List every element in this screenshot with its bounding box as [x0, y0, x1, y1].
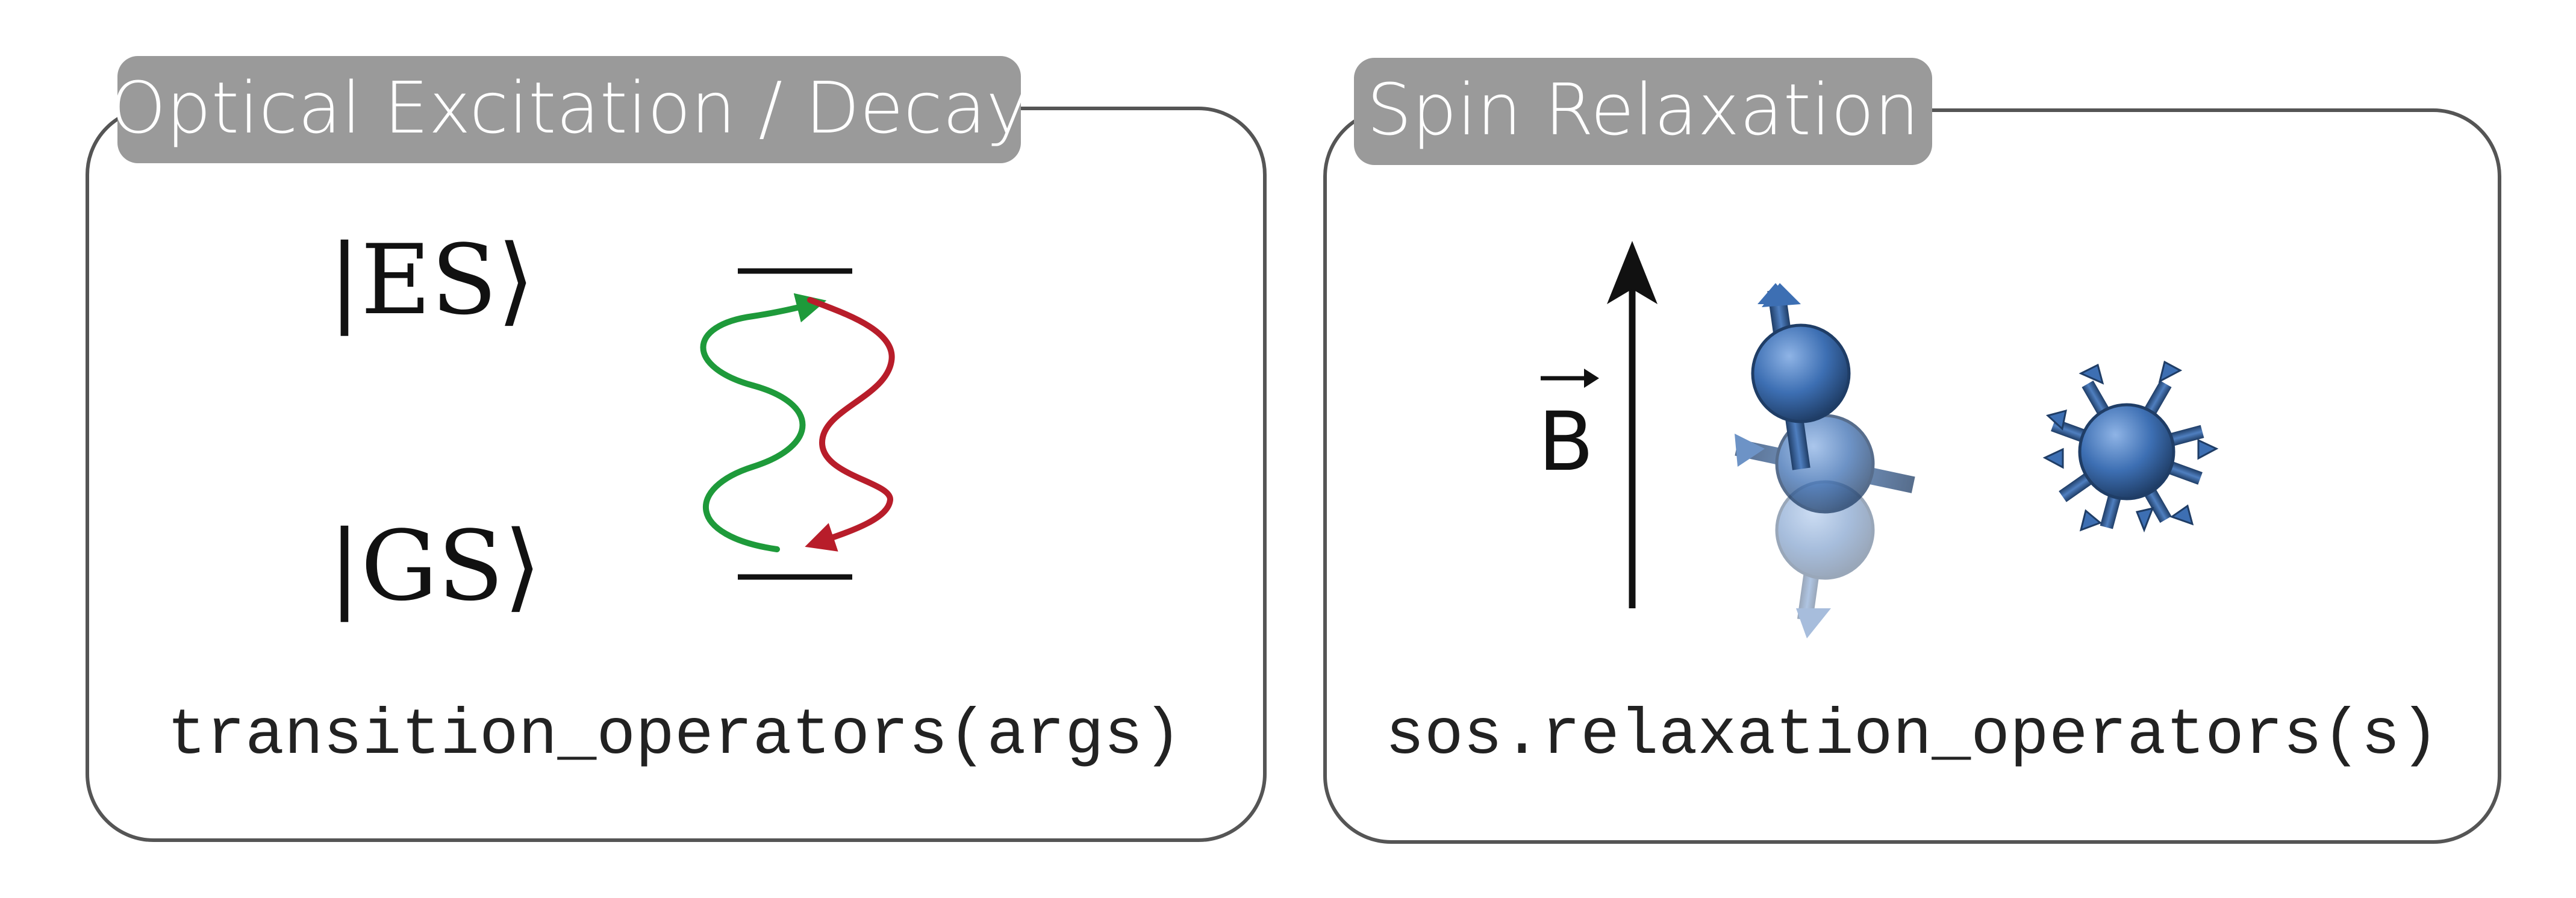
- magnetic-field-label: B: [1538, 394, 1594, 489]
- randomized-spin-icon: [2042, 360, 2219, 533]
- spin-panel-title: Spin Relaxation: [1367, 68, 1919, 151]
- optical-panel-tab: [117, 56, 1021, 163]
- optical-panel-title: Optical Excitation / Decay: [110, 66, 1028, 149]
- magnetic-field-arrowhead: [1607, 241, 1658, 304]
- spin-code-snippet: sos.relaxation_operators(s): [1385, 699, 2439, 773]
- vector-overline-head-icon: [1584, 369, 1599, 388]
- decay-wave-arrow: [805, 297, 895, 552]
- ground-state-ket: |GS⟩: [328, 510, 541, 622]
- optical-panel: Optical Excitation / Decay |ES⟩ |GS⟩ tra…: [86, 56, 1267, 842]
- aligned-spin-icon: [1751, 283, 1851, 470]
- optical-code-snippet: transition_operators(args): [167, 699, 1182, 773]
- spin-panel: Spin Relaxation B: [1323, 58, 2501, 844]
- spin-panel-tab: [1354, 58, 1932, 165]
- excited-state-ket: |ES⟩: [328, 223, 535, 336]
- excitation-wave-arrow: [700, 293, 827, 552]
